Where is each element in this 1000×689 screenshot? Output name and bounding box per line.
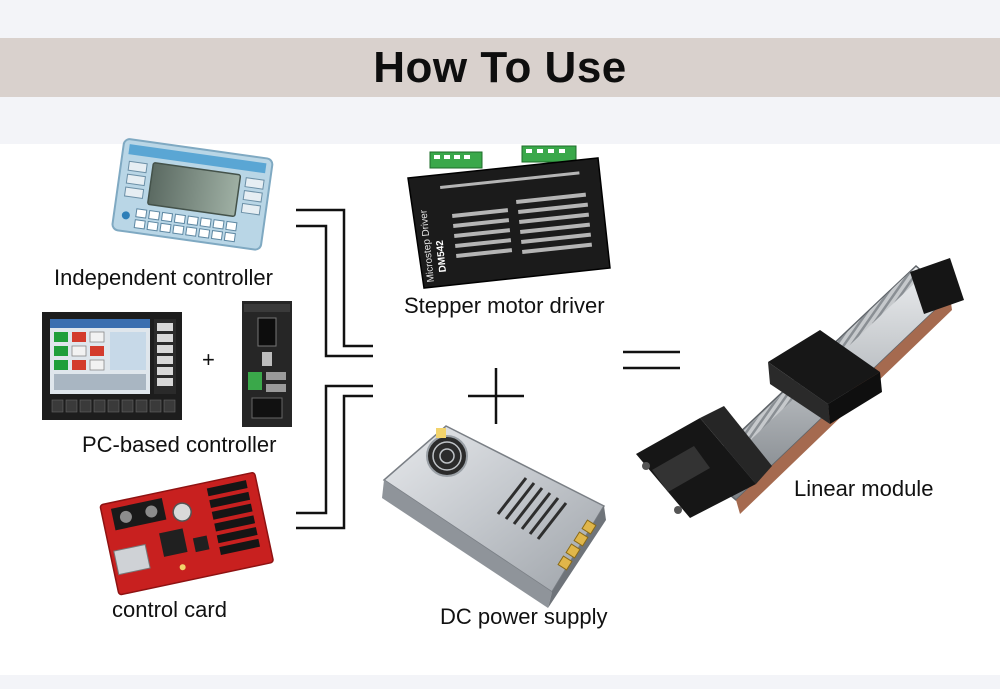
- control-card-image: [99, 471, 274, 596]
- page-title: How To Use: [373, 42, 627, 92]
- label-control-card: control card: [112, 597, 227, 622]
- equals-sign: [623, 350, 680, 370]
- label-pc-based-controller: PC-based controller: [82, 432, 276, 457]
- terminal-block-left: [429, 151, 483, 169]
- label-independent-controller: Independent controller: [54, 265, 273, 290]
- connection-lines: [296, 208, 373, 530]
- independent-controller-image: [111, 138, 274, 251]
- stepper-driver-image: Microstep Driver DM542: [407, 145, 611, 289]
- label-stepper-motor-driver: Stepper motor driver: [404, 293, 605, 318]
- driver-model-text: DM542: [435, 239, 449, 273]
- label-dc-power-supply: DC power supply: [440, 604, 608, 629]
- pc-controller-panel-image: [42, 312, 182, 420]
- terminal-block-right: [521, 145, 577, 163]
- plus-sign-large: [468, 368, 524, 424]
- linear-module-image: [636, 258, 964, 518]
- dc-power-supply-image: [382, 425, 606, 608]
- title-band: How To Use: [0, 38, 1000, 97]
- pc-controller-box-image: [242, 301, 292, 427]
- plus-sign-small: +: [202, 347, 215, 372]
- label-linear-module: Linear module: [794, 476, 933, 501]
